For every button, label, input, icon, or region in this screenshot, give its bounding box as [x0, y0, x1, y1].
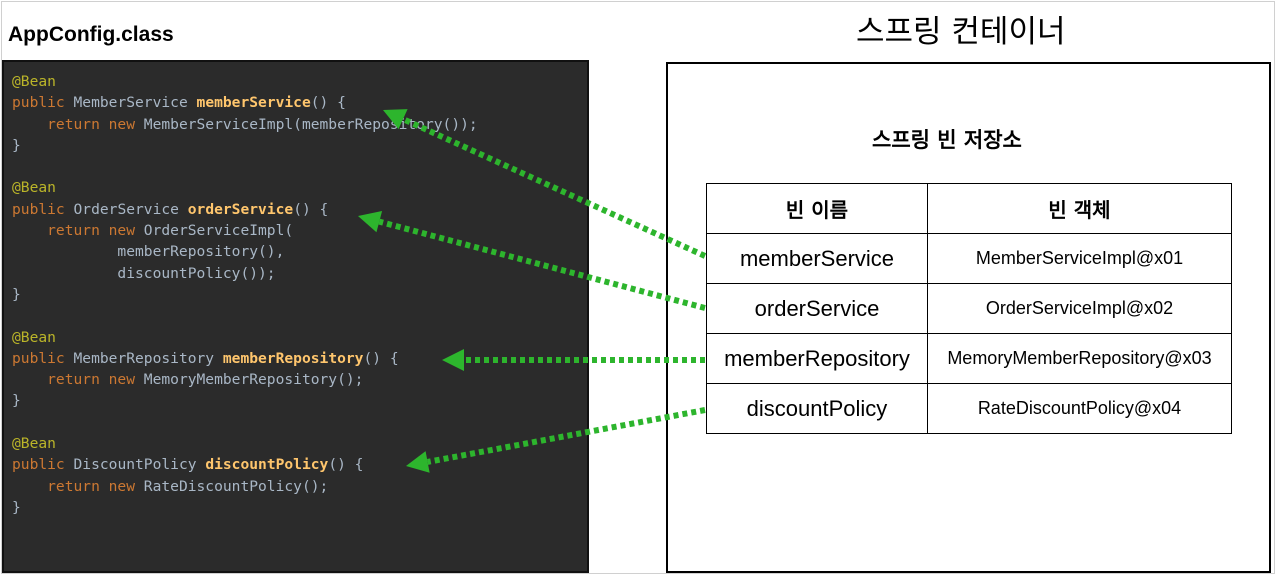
bean-repository-title: 스프링 빈 저장소 [872, 128, 1022, 152]
bean-object-cell: MemberServiceImpl@x01 [927, 233, 1232, 284]
code-line: return new OrderServiceImpl( [12, 222, 293, 239]
code-text: } [12, 392, 21, 410]
method-name: memberRepository [222, 349, 364, 367]
table-row: memberService MemberServiceImpl@x01 [706, 233, 1232, 284]
bean-table-header-row: 빈 이름 빈 객체 [706, 183, 1232, 234]
code-line: discountPolicy()); [12, 264, 276, 282]
code-keyword: public [12, 94, 74, 112]
code-annotation: @Bean [12, 435, 56, 453]
code-text: () { [310, 94, 346, 112]
method-name: orderService [187, 200, 294, 218]
bean-name-cell: orderService [706, 283, 928, 334]
code-annotation: @Bean [12, 73, 56, 90]
code-line: public DiscountPolicy discountPolicy() { [12, 456, 363, 473]
code-text: OrderService [73, 200, 188, 218]
table-row: orderService OrderServiceImpl@x02 [706, 283, 1232, 334]
method-name: memberService [196, 94, 311, 112]
bean-object-cell: MemoryMemberRepository@x03 [927, 333, 1232, 384]
code-keyword: return new [12, 371, 144, 389]
code-text: MemberService [73, 94, 197, 112]
code-line: } [12, 499, 21, 516]
code-text: () { [363, 349, 399, 367]
code-text: } [12, 136, 21, 154]
code-keyword: public [12, 456, 74, 474]
bean-object-cell: OrderServiceImpl@x02 [927, 283, 1232, 334]
code-line: } [12, 137, 21, 154]
code-text: () { [293, 200, 329, 218]
code-annotation: @Bean [12, 179, 56, 197]
code-line: @Bean [12, 329, 56, 346]
code-panel-title: AppConfig.class [8, 23, 174, 46]
code-line: } [12, 286, 21, 303]
method-name: discountPolicy [205, 456, 329, 474]
code-line: return new RateDiscountPolicy(); [12, 478, 328, 495]
table-row: discountPolicy RateDiscountPolicy@x04 [706, 383, 1232, 434]
table-row: memberRepository MemoryMemberRepository@… [706, 333, 1232, 384]
code-text: discountPolicy()); [12, 264, 276, 282]
code-line: return new MemberServiceImpl(memberRepos… [12, 116, 478, 133]
code-line: @Bean [12, 73, 56, 90]
code-block: @Bean public MemberService memberService… [12, 71, 478, 518]
code-line: public OrderService orderService() { [12, 201, 328, 218]
code-line: @Bean [12, 435, 56, 452]
bean-name-cell: memberService [706, 233, 928, 284]
bean-name-cell: discountPolicy [706, 383, 928, 434]
container-title: 스프링 컨테이너 [856, 14, 1066, 50]
code-keyword: return new [12, 115, 144, 133]
bean-object-header: 빈 객체 [927, 183, 1232, 234]
code-line: return new MemoryMemberRepository(); [12, 371, 363, 388]
code-text: memberRepository(), [12, 243, 285, 261]
code-text: MemberRepository [73, 349, 223, 367]
code-annotation: @Bean [12, 328, 56, 346]
code-text: MemberServiceImpl(memberRepository()); [143, 115, 478, 133]
bean-object-cell: RateDiscountPolicy@x04 [927, 383, 1232, 434]
code-keyword: public [12, 200, 74, 218]
code-text: DiscountPolicy [73, 456, 206, 474]
bean-table: 빈 이름 빈 객체 memberService MemberServiceImp… [706, 183, 1232, 434]
code-keyword: public [12, 349, 74, 367]
code-keyword: return new [12, 222, 144, 240]
code-line: memberRepository(), [12, 243, 284, 260]
code-line: } [12, 392, 21, 409]
code-text: MemoryMemberRepository(); [143, 371, 364, 389]
code-text: } [12, 285, 21, 303]
code-text: RateDiscountPolicy(); [143, 477, 329, 495]
code-text: () { [328, 456, 364, 474]
bean-name-cell: memberRepository [706, 333, 928, 384]
code-text: } [12, 498, 21, 516]
code-line: @Bean [12, 179, 56, 196]
code-text: OrderServiceImpl( [143, 222, 294, 240]
code-keyword: return new [12, 477, 144, 495]
bean-name-header: 빈 이름 [706, 183, 928, 234]
code-line: public MemberRepository memberRepository… [12, 350, 399, 367]
code-line: public MemberService memberService() { [12, 94, 346, 111]
